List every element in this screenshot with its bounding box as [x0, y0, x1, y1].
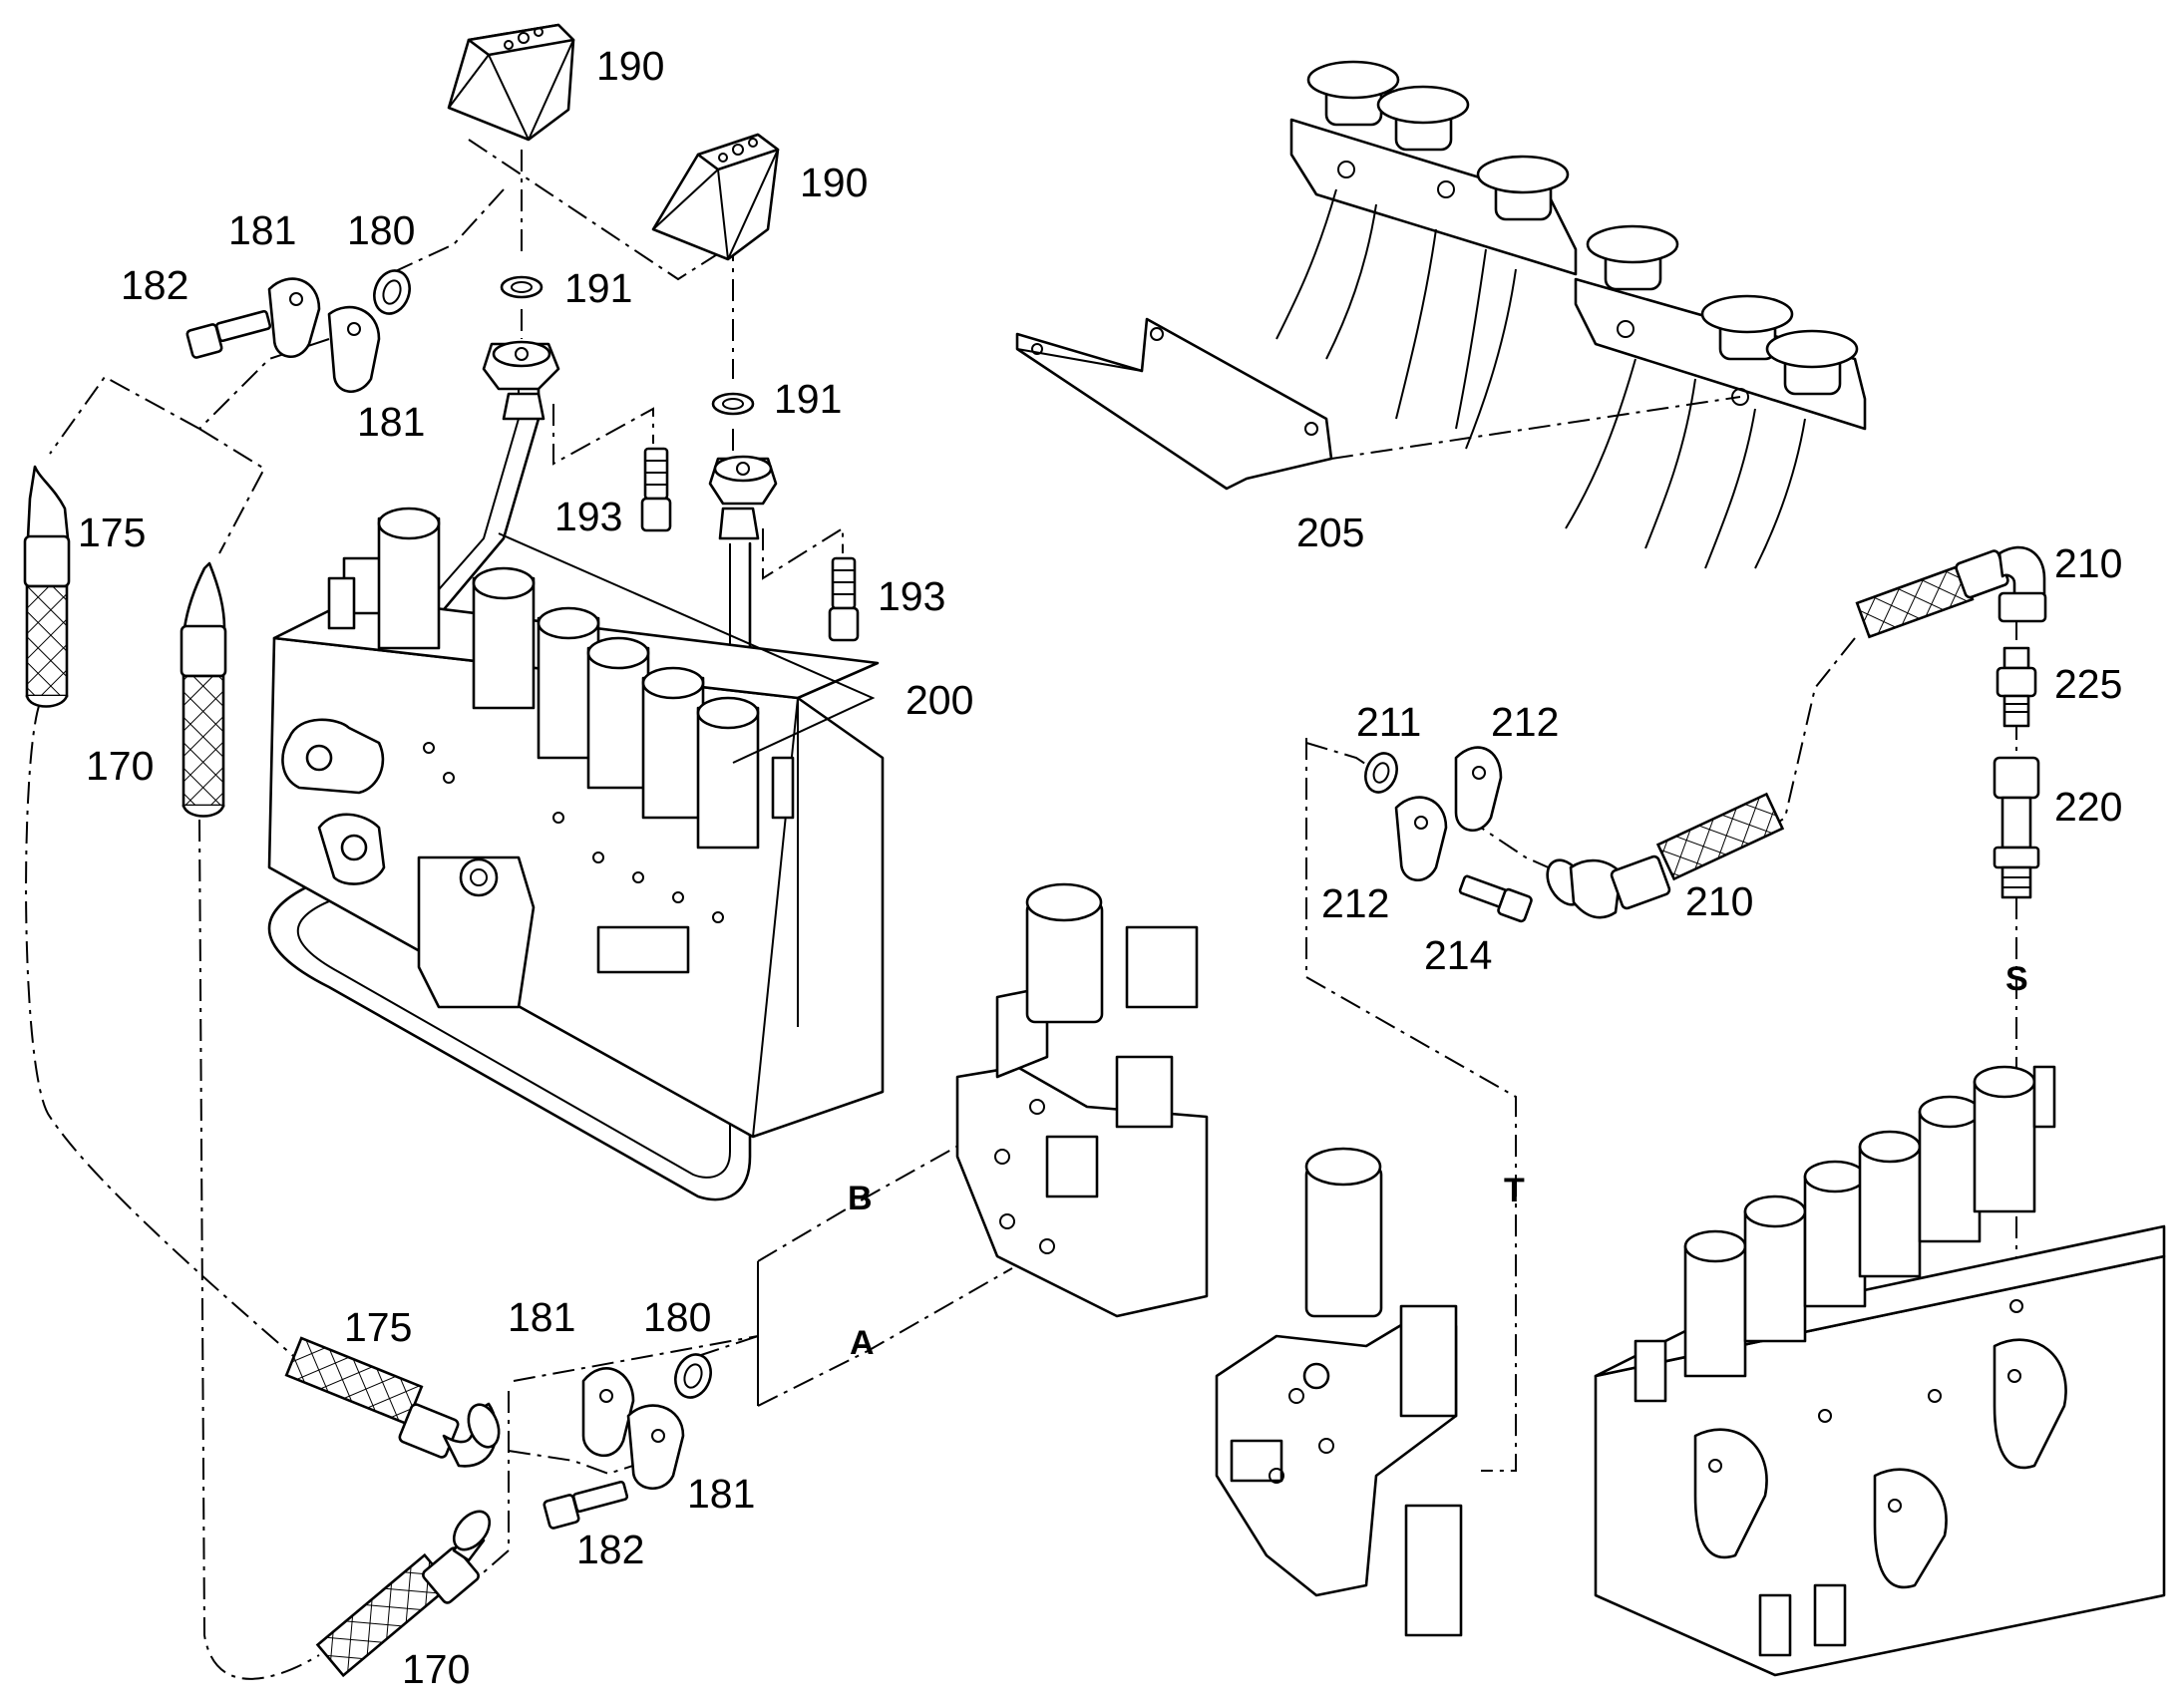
callout-182-upper: 182	[121, 262, 188, 308]
split-flange-212-b	[1394, 796, 1448, 882]
callout-200: 200	[906, 677, 973, 723]
port-labels: S T B A	[848, 960, 2028, 1362]
callout-220: 220	[2054, 784, 2122, 830]
callout-175-upper: 175	[78, 510, 146, 555]
callout-212-upper: 212	[1491, 699, 1559, 745]
hose-170-upper	[180, 561, 227, 818]
hose-210-upper	[1855, 545, 2047, 639]
pilot-control-manifold-a	[1275, 60, 1578, 450]
callout-212-lower: 212	[1321, 880, 1389, 926]
callout-214: 214	[1424, 932, 1492, 978]
callout-191-upper: 191	[564, 265, 632, 311]
callout-193-lower: 193	[878, 573, 945, 619]
callout-193-upper: 193	[554, 494, 622, 539]
bolt-193-upper	[640, 447, 672, 532]
bolt-182-upper	[185, 309, 272, 359]
adapter-220	[1993, 756, 2040, 899]
o-ring-211	[1364, 752, 1398, 794]
valve-section-center	[955, 882, 1209, 1318]
o-ring-191-upper	[500, 275, 544, 299]
port-label-b: B	[848, 1180, 873, 1217]
callout-181-upper-right: 181	[357, 399, 425, 445]
callout-190-upper: 190	[596, 43, 664, 89]
callout-211: 211	[1356, 699, 1421, 745]
callout-170-lower: 170	[402, 1646, 470, 1692]
hose-175-upper	[23, 465, 71, 708]
bolt-182-lower	[543, 1480, 629, 1530]
callout-205: 205	[1296, 510, 1364, 555]
bolt-214	[1458, 874, 1533, 923]
nipple-225	[1996, 646, 2037, 728]
port-label-a: A	[850, 1324, 875, 1362]
callout-181-lower-left: 181	[508, 1294, 575, 1340]
main-valve-block-lower	[1594, 1065, 2166, 1677]
split-flange-181-lower-b	[626, 1404, 685, 1491]
o-ring-180-upper	[373, 269, 411, 315]
callout-225: 225	[2054, 661, 2122, 707]
leader-200	[498, 532, 876, 764]
port-label-s: S	[2005, 960, 2028, 998]
callout-210-upper: 210	[2054, 540, 2122, 586]
callout-170-upper: 170	[86, 743, 154, 789]
callout-175-lower: 175	[344, 1304, 412, 1350]
block-190-upper	[447, 23, 575, 142]
split-flange-181-upper-a	[267, 277, 321, 359]
callout-191-lower: 191	[774, 376, 842, 422]
port-label-t: T	[1504, 1172, 1525, 1209]
callout-181-upper-left: 181	[228, 207, 296, 253]
callout-182-lower: 182	[576, 1527, 644, 1572]
callout-210-lower: 210	[1685, 878, 1753, 924]
pilot-control-manifold-b	[1565, 224, 1867, 569]
valve-section-right	[1215, 1147, 1463, 1637]
o-ring-180-lower	[674, 1353, 712, 1399]
callout-labels: 190 190 181 180 182 191 191 181 193 193 …	[78, 43, 2122, 1692]
split-flange-181-upper-b	[327, 305, 381, 394]
o-ring-191-lower	[711, 392, 755, 416]
hose-210-lower	[1546, 792, 1785, 919]
bolt-193-lower	[828, 556, 860, 642]
hose-170-lower	[315, 1510, 492, 1678]
block-190-lower	[651, 133, 780, 261]
hose-175-lower	[284, 1336, 501, 1468]
split-flange-212-a	[1454, 746, 1503, 833]
callout-180-lower: 180	[643, 1294, 711, 1340]
split-flange-181-lower-a	[581, 1367, 635, 1458]
callout-190-lower: 190	[800, 160, 868, 205]
callout-180-upper: 180	[347, 207, 415, 253]
callout-181-lower-right: 181	[687, 1471, 755, 1517]
main-valve-block-upper	[267, 507, 885, 1139]
bracket-205	[1015, 317, 1333, 491]
